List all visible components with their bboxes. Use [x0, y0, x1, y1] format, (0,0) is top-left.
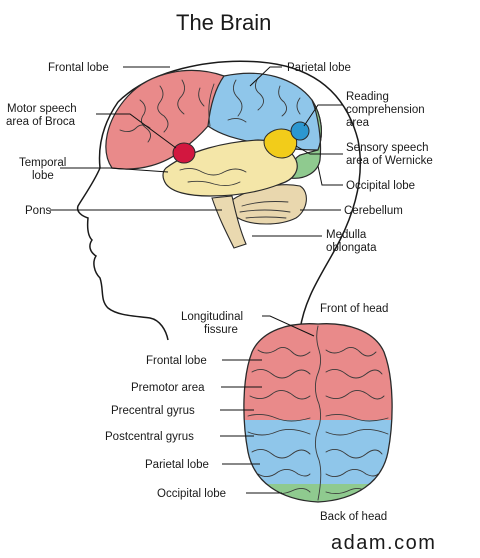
label-wernicke-1: Sensory speech [346, 142, 428, 154]
label-broca-1: Motor speech [7, 103, 77, 115]
label-reading-1: Reading [346, 91, 389, 103]
top-brain-outline [243, 323, 393, 503]
label-frontal-lobe: Frontal lobe [48, 62, 109, 74]
top-brain [243, 323, 393, 503]
label-postcentral-gyrus: Postcentral gyrus [105, 431, 194, 443]
temporal-lobe-side [162, 139, 298, 197]
label-pons: Pons [25, 205, 51, 217]
side-brain [105, 69, 322, 249]
credit-text: adam.com [331, 532, 436, 554]
side-leaders [50, 66, 343, 237]
label-front-of-head: Front of head [320, 303, 388, 315]
label-temporal-1: Temporal [19, 157, 66, 169]
label-medulla-2: oblongata [326, 242, 377, 254]
diagram-title: The Brain [176, 10, 271, 35]
label-temporal-2: lobe [32, 170, 54, 182]
label-premotor-area: Premotor area [131, 382, 205, 394]
label-back-of-head: Back of head [320, 511, 387, 523]
label-fissure-1: Longitudinal [181, 311, 243, 323]
frontal-lobe-side [105, 69, 225, 170]
side-labels: Frontal lobe Parietal lobe Motor speech … [6, 62, 433, 254]
top-labels: Longitudinal fissure Front of head Front… [105, 303, 388, 523]
longitudinal-fissure [314, 325, 322, 501]
head-outline [76, 60, 361, 341]
top-frontal-lobe [243, 323, 393, 420]
label-broca-2: area of Broca [6, 116, 76, 128]
label-medulla-1: Medulla [326, 229, 367, 241]
label-occipital-lobe: Occipital lobe [346, 180, 415, 192]
label-cerebellum: Cerebellum [344, 205, 403, 217]
label-wernicke-2: area of Wernicke [346, 155, 433, 167]
label-top-parietal-lobe: Parietal lobe [145, 459, 209, 471]
label-top-occipital-lobe: Occipital lobe [157, 488, 226, 500]
label-reading-2: comprehension [346, 104, 425, 116]
label-top-frontal-lobe: Frontal lobe [146, 355, 207, 367]
top-leaders [220, 315, 315, 494]
wernicke-area [263, 128, 298, 159]
broca-area [172, 142, 196, 164]
reading-area [290, 121, 310, 141]
label-reading-3: area [346, 117, 370, 129]
label-fissure-2: fissure [204, 324, 238, 336]
side-gyri [119, 77, 301, 219]
label-parietal-lobe: Parietal lobe [287, 62, 351, 74]
label-precentral-gyrus: Precentral gyrus [111, 405, 195, 417]
brainstem-side [211, 195, 247, 249]
top-parietal-lobe [243, 420, 393, 484]
